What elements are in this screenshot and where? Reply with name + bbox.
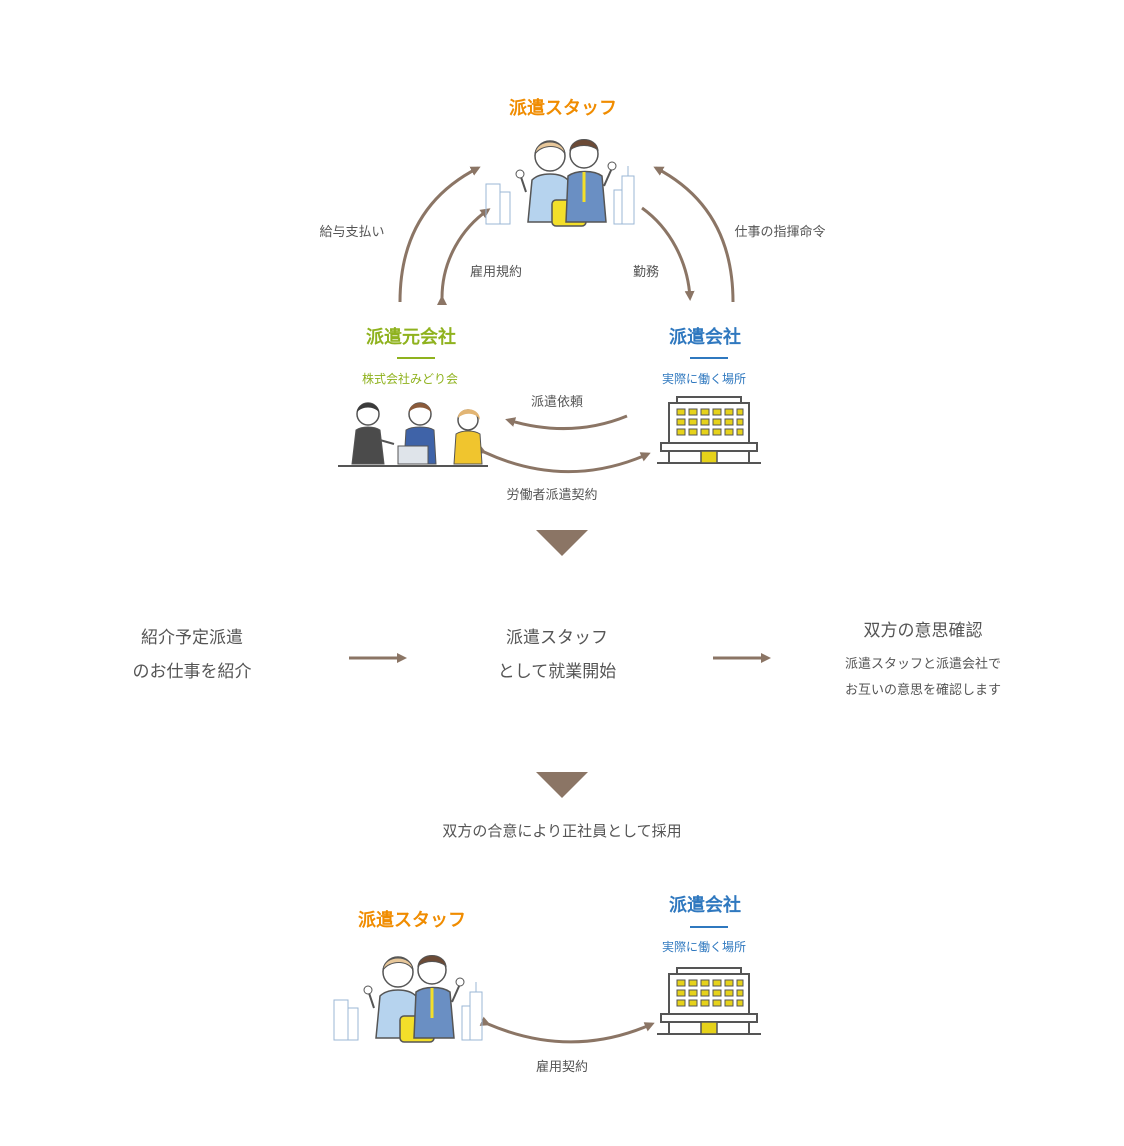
hire-text: 双方の合意により正社員として採用 bbox=[442, 822, 682, 840]
dest-rule bbox=[690, 357, 728, 359]
dispatch-request-arrow bbox=[505, 414, 628, 430]
staff-title: 派遣スタッフ bbox=[509, 98, 617, 119]
bottom-dest-rule bbox=[690, 926, 728, 928]
flow-step-2: 派遣スタッフ として就業開始 bbox=[498, 621, 617, 689]
origin-rule bbox=[397, 357, 435, 359]
employment-contract-arrow bbox=[479, 1016, 655, 1044]
flow-step-1-line-1: 紹介予定派遣 bbox=[141, 628, 243, 648]
staff-illustration-bottom bbox=[333, 955, 483, 1043]
origin-company-name: 株式会社みどり会 bbox=[361, 372, 459, 386]
instruction-label: 仕事の指揮命令 bbox=[734, 225, 826, 240]
flow-step-3-line-2: お互いの意思を確認します bbox=[844, 683, 1002, 698]
origin-company-title: 派遣元会社 bbox=[366, 327, 456, 348]
flow-step-1-line-2: のお仕事を紹介 bbox=[132, 662, 252, 682]
bottom-dest-sub: 実際に働く場所 bbox=[661, 940, 747, 954]
dispatch-contract-arrow bbox=[475, 444, 651, 474]
work-label: 勤務 bbox=[632, 265, 660, 280]
bottom-dest-title: 派遣会社 bbox=[669, 895, 741, 916]
work-arrow bbox=[641, 206, 695, 301]
dispatch-contract-label: 労働者派遣契約 bbox=[506, 488, 598, 503]
flow-step-1: 紹介予定派遣 のお仕事を紹介 bbox=[133, 621, 252, 689]
flow-step-3: 双方の意思確認 派遣スタッフと派遣会社で お互いの意思を確認します bbox=[845, 616, 1001, 704]
flow-step-2-line-2: として就業開始 bbox=[497, 662, 617, 682]
employment-rules-label: 雇用規約 bbox=[469, 265, 523, 280]
down-triangle-1 bbox=[536, 530, 588, 556]
employment-rules-arrow bbox=[436, 208, 491, 306]
building-icon bbox=[657, 396, 761, 464]
bottom-staff-title: 派遣スタッフ bbox=[358, 910, 466, 931]
down-triangle-2 bbox=[536, 772, 588, 798]
flow-step-3-line-1: 派遣スタッフと派遣会社で bbox=[844, 657, 1002, 672]
instruction-arrow bbox=[653, 166, 735, 303]
flow-step-2-line-1: 派遣スタッフ bbox=[506, 628, 608, 648]
dest-company-sub: 実際に働く場所 bbox=[661, 372, 747, 386]
salary-arrow bbox=[398, 166, 481, 303]
dest-company-title: 派遣会社 bbox=[669, 327, 741, 348]
employment-contract-label: 雇用契約 bbox=[535, 1060, 589, 1075]
meeting-illustration bbox=[338, 402, 488, 467]
dispatch-request-label: 派遣依頼 bbox=[530, 395, 584, 410]
staff-illustration bbox=[485, 139, 635, 227]
building-icon-bottom bbox=[657, 967, 761, 1035]
salary-label: 給与支払い bbox=[319, 225, 385, 240]
flow-step-3-title: 双方の意思確認 bbox=[863, 621, 983, 641]
